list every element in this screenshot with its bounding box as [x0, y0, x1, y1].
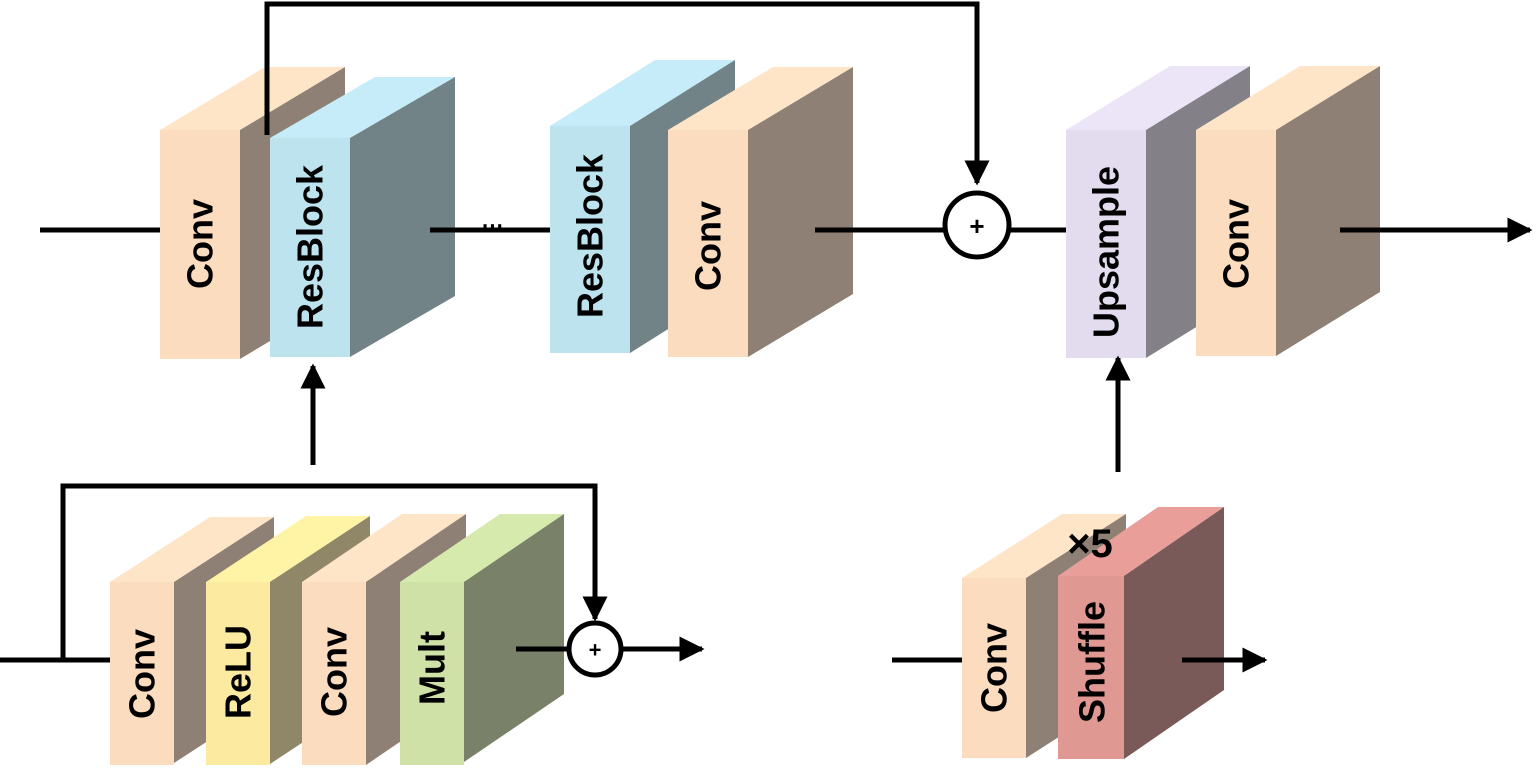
block-label: Mult — [412, 631, 453, 705]
block-label: Conv — [974, 623, 1015, 713]
repeat-count-label: ×5 — [1067, 522, 1113, 566]
block-label: ResBlock — [290, 164, 331, 329]
block-main-resblock-1: ResBlock — [270, 77, 455, 357]
block-detail-mult: Mult — [400, 514, 564, 765]
block-label: ReLU — [218, 625, 259, 719]
global-skip-connection — [264, 1, 990, 186]
block-label: ResBlock — [570, 153, 611, 318]
block-label: Conv — [688, 201, 729, 291]
block-label: Shuffle — [1072, 601, 1113, 723]
sum-symbol: + — [589, 638, 602, 663]
ellipsis-text: ··· — [482, 214, 504, 239]
block-label: Conv — [122, 629, 163, 719]
sum-symbol: + — [969, 211, 984, 241]
resblock-sum-node: + — [566, 620, 624, 678]
block-label: Upsample — [1086, 166, 1127, 338]
resblock-skip-connection — [60, 483, 608, 660]
main-sum-node: + — [942, 190, 1012, 260]
block-label: Conv — [180, 199, 221, 289]
block-label: Conv — [314, 627, 355, 717]
block-main-conv-3: Conv — [1196, 66, 1380, 356]
block-main-conv-2: Conv — [668, 67, 853, 357]
block-detail-shuffle: Shuffle — [1058, 507, 1224, 759]
block-label: Conv — [1216, 199, 1257, 289]
